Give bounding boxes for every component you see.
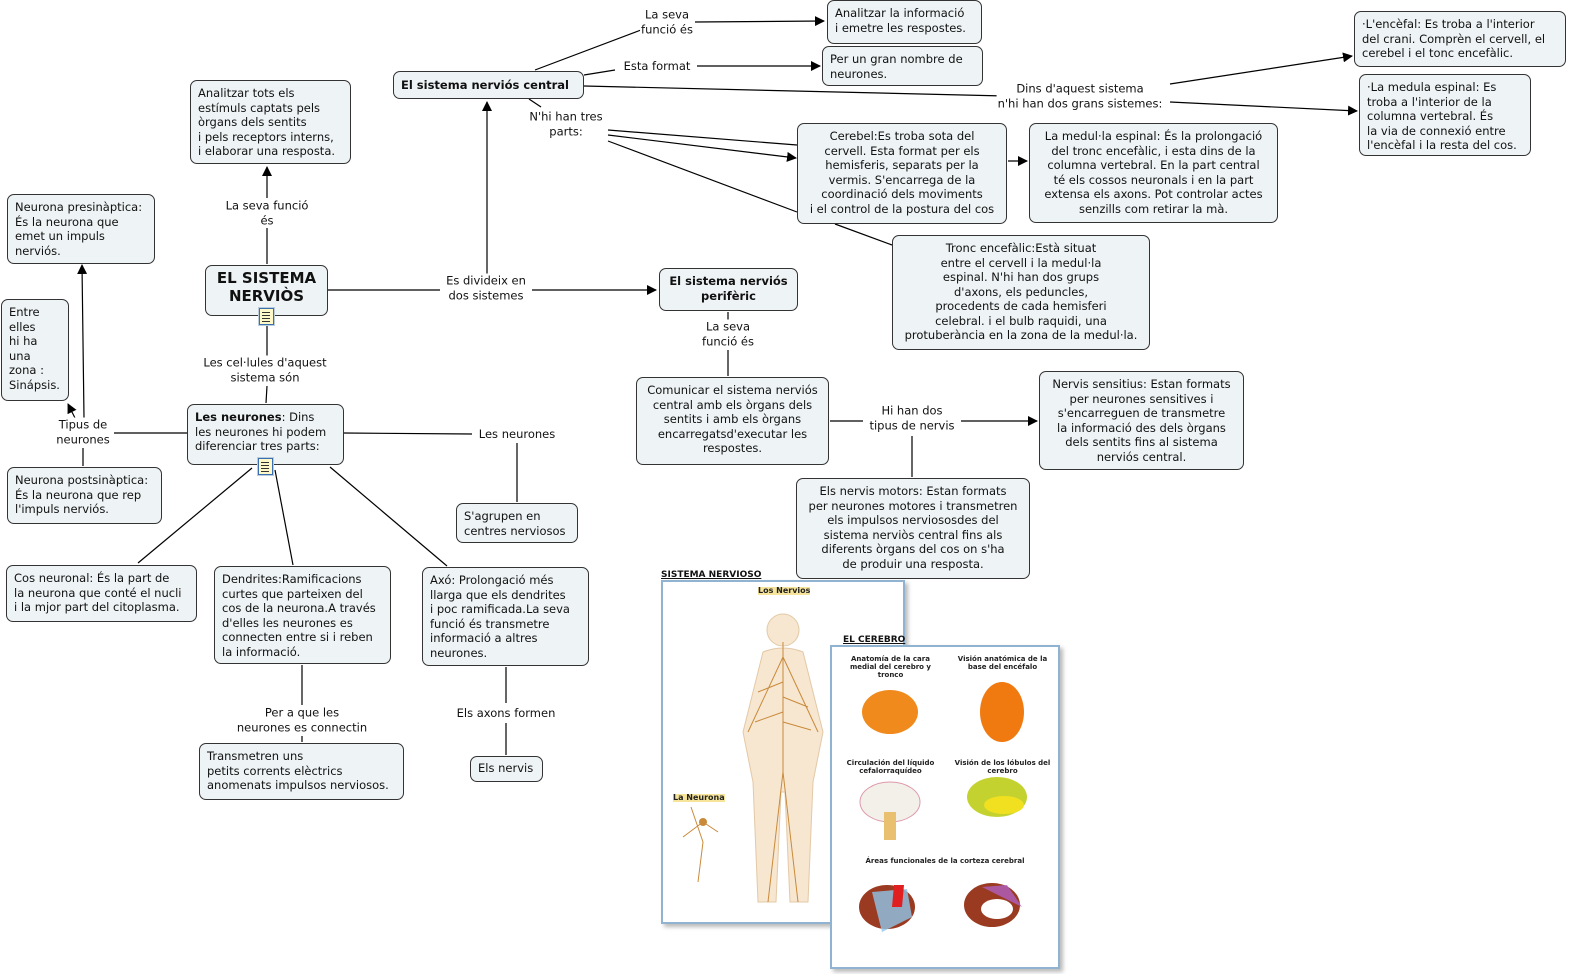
- image-title-nervioso: SISTEMA NERVIOSO: [661, 570, 762, 580]
- link-phrase: Les cel·lules d'aquest sistema són: [202, 355, 328, 385]
- brain-illustrations: [859, 682, 1027, 932]
- concept-comunicar[interactable]: Comunicar el sistema nerviós central amb…: [636, 377, 829, 465]
- concept-axo[interactable]: Axó: Prolongació més llarga que els dend…: [422, 567, 589, 666]
- concept-sinapsis[interactable]: Entre elles hi ha una zona : Sinápsis.: [1, 299, 69, 401]
- panel-heading: Áreas funcionales de la corteza cerebral: [865, 857, 1025, 865]
- panel-heading: Circulación del líquido cefalorraquídeo: [846, 759, 935, 775]
- concept-postsinaptica[interactable]: Neurona postsinàptica: És la neurona que…: [7, 467, 162, 524]
- link-phrase: N'hi han tres parts:: [528, 109, 604, 139]
- concept-tronc[interactable]: Tronc encefàlic:Està situat entre el cer…: [892, 235, 1150, 350]
- concept-transmetren[interactable]: Transmetren uns petits corrents elèctric…: [199, 743, 404, 800]
- link-phrase: La seva funció és: [701, 319, 755, 349]
- image-heading: La Neurona: [673, 793, 725, 802]
- brain-image[interactable]: Anatomía de la cara medial del cerebro y…: [830, 645, 1060, 969]
- concept-neurones[interactable]: Les neurones: Dins les neurones hi podem…: [187, 404, 344, 465]
- concept-snc[interactable]: El sistema nerviós central: [393, 71, 584, 99]
- link-phrase: La seva funció és: [224, 198, 310, 228]
- neurones-bold-label: Les neurones: [195, 410, 282, 424]
- body-nerves-illustration: [682, 613, 824, 903]
- root-concept[interactable]: EL SISTEMA NERVIÒS: [205, 265, 328, 316]
- link-phrase: Esta format: [622, 58, 692, 74]
- panel-heading: Visión anatómica de la base del encéfalo: [957, 655, 1048, 671]
- concept-analitzar[interactable]: Analitzar la informació i emetre les res…: [827, 0, 982, 44]
- link-phrase: Els axons formen: [455, 705, 557, 721]
- link-phrase: Es divideix en dos sistemes: [445, 273, 527, 303]
- concept-medula-espinal[interactable]: ·La medula espinal: Es troba a l'interio…: [1359, 74, 1531, 156]
- concept-medulla[interactable]: La medul·la espinal: És la prolongació d…: [1029, 123, 1278, 223]
- image-title-cerebro: EL CEREBRO: [843, 635, 906, 645]
- link-phrase: Per a que les neurones es connectin: [235, 705, 369, 735]
- concept-cerebel[interactable]: Cerebel:Es troba sota del cervell. Esta …: [797, 123, 1007, 224]
- concept-nervis[interactable]: Els nervis: [470, 756, 543, 782]
- concept-funcio-general[interactable]: Analitzar tots els estímuls captats pels…: [190, 80, 351, 164]
- neurones-text: : Dins les neurones hi podem diferenciar…: [195, 410, 327, 453]
- concept-dendrites[interactable]: Dendrites:Ramificacions curtes que parte…: [214, 566, 391, 664]
- document-icon[interactable]: [259, 308, 274, 325]
- link-phrase: Tipus de neurones: [55, 417, 111, 447]
- panel-heading: Visión de los lóbulos del cerebro: [954, 759, 1051, 775]
- concept-snp[interactable]: El sistema nerviós perifèric: [659, 268, 798, 311]
- concept-encefal[interactable]: ·L'encèfal: Es troba a l'interior del cr…: [1354, 11, 1566, 67]
- concept-motors[interactable]: Els nervis motors: Estan formats per neu…: [796, 478, 1030, 579]
- concept-cos-neuronal[interactable]: Cos neuronal: És la part de la neurona q…: [6, 565, 197, 622]
- document-icon[interactable]: [258, 458, 273, 475]
- link-phrase: Hi han dos tipus de nervis: [868, 403, 956, 433]
- link-phrase: Les neurones: [477, 426, 557, 442]
- link-phrase: Dins d'aquest sistema n'hi han dos grans…: [996, 81, 1164, 111]
- concept-agrupen[interactable]: S'agrupen en centres nerviosos: [456, 503, 578, 543]
- concept-presinaptica[interactable]: Neurona presinàptica: És la neurona que …: [7, 194, 155, 264]
- image-heading: Los Nervios: [758, 586, 811, 595]
- concept-sensitius[interactable]: Nervis sensitius: Estan formats per neur…: [1039, 371, 1244, 470]
- concept-gran-nombre[interactable]: Per un gran nombre de neurones.: [822, 46, 983, 86]
- panel-heading: Anatomía de la cara medial del cerebro y…: [850, 655, 931, 679]
- link-phrase: La seva funció és: [640, 7, 694, 37]
- nervous-system-image[interactable]: Los Nervios La Neurona: [661, 580, 905, 924]
